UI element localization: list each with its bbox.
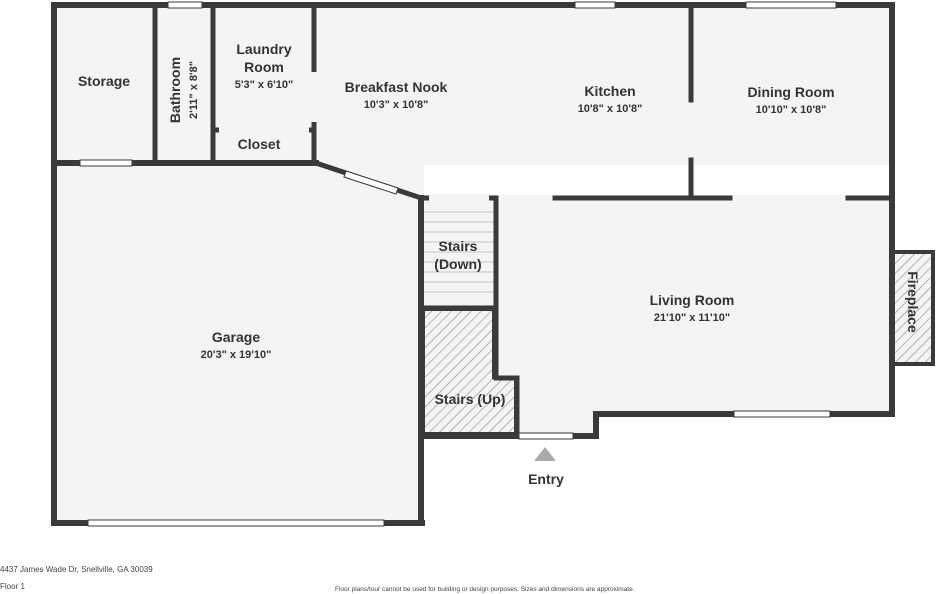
living-room-dims: 21'10" x 11'10" — [654, 312, 730, 324]
laundry-label-1: Laundry — [236, 41, 291, 57]
breakfast-nook-dims: 10'3" x 10'8" — [364, 99, 429, 111]
fireplace-label: Fireplace — [905, 271, 921, 333]
stairs-down-label-2: (Down) — [434, 256, 481, 272]
fireplace-hatch — [891, 250, 935, 366]
bathroom-label: Bathroom — [167, 57, 183, 123]
living-room-label: Living Room — [650, 292, 735, 308]
laundry-dims: 5'3" x 6'10" — [235, 79, 293, 91]
closet-label: Closet — [238, 136, 281, 152]
stairs-down-label-1: Stairs — [439, 238, 478, 254]
kitchen-dims: 10'8" x 10'8" — [578, 103, 643, 115]
door-openings — [219, 72, 489, 202]
storage-label: Storage — [78, 73, 130, 89]
disclaimer-text: Floor plans/tour cannot be used for buil… — [335, 586, 635, 593]
entry-label: Entry — [528, 471, 564, 487]
windows — [79, 1, 837, 527]
entry-arrow-icon — [534, 447, 556, 461]
garage-label: Garage — [212, 329, 260, 345]
dining-room-dims: 10'10" x 10'8" — [756, 104, 827, 116]
breakfast-nook-label: Breakfast Nook — [345, 79, 448, 95]
floor-area — [54, 5, 892, 523]
floor-text: Floor 1 — [0, 582, 25, 591]
bathroom-dims: 2'11" x 8'8" — [188, 61, 200, 119]
stairs-up-label: Stairs (Up) — [435, 391, 506, 407]
laundry-label-2: Room — [244, 59, 284, 75]
garage-dims: 20'3" x 19'10" — [201, 349, 272, 361]
address-text: 4437 James Wade Dr, Snellville, GA 30039 — [0, 565, 153, 574]
kitchen-label: Kitchen — [584, 83, 635, 99]
stairs-down-treads — [422, 211, 494, 293]
dining-room-label: Dining Room — [747, 84, 834, 100]
